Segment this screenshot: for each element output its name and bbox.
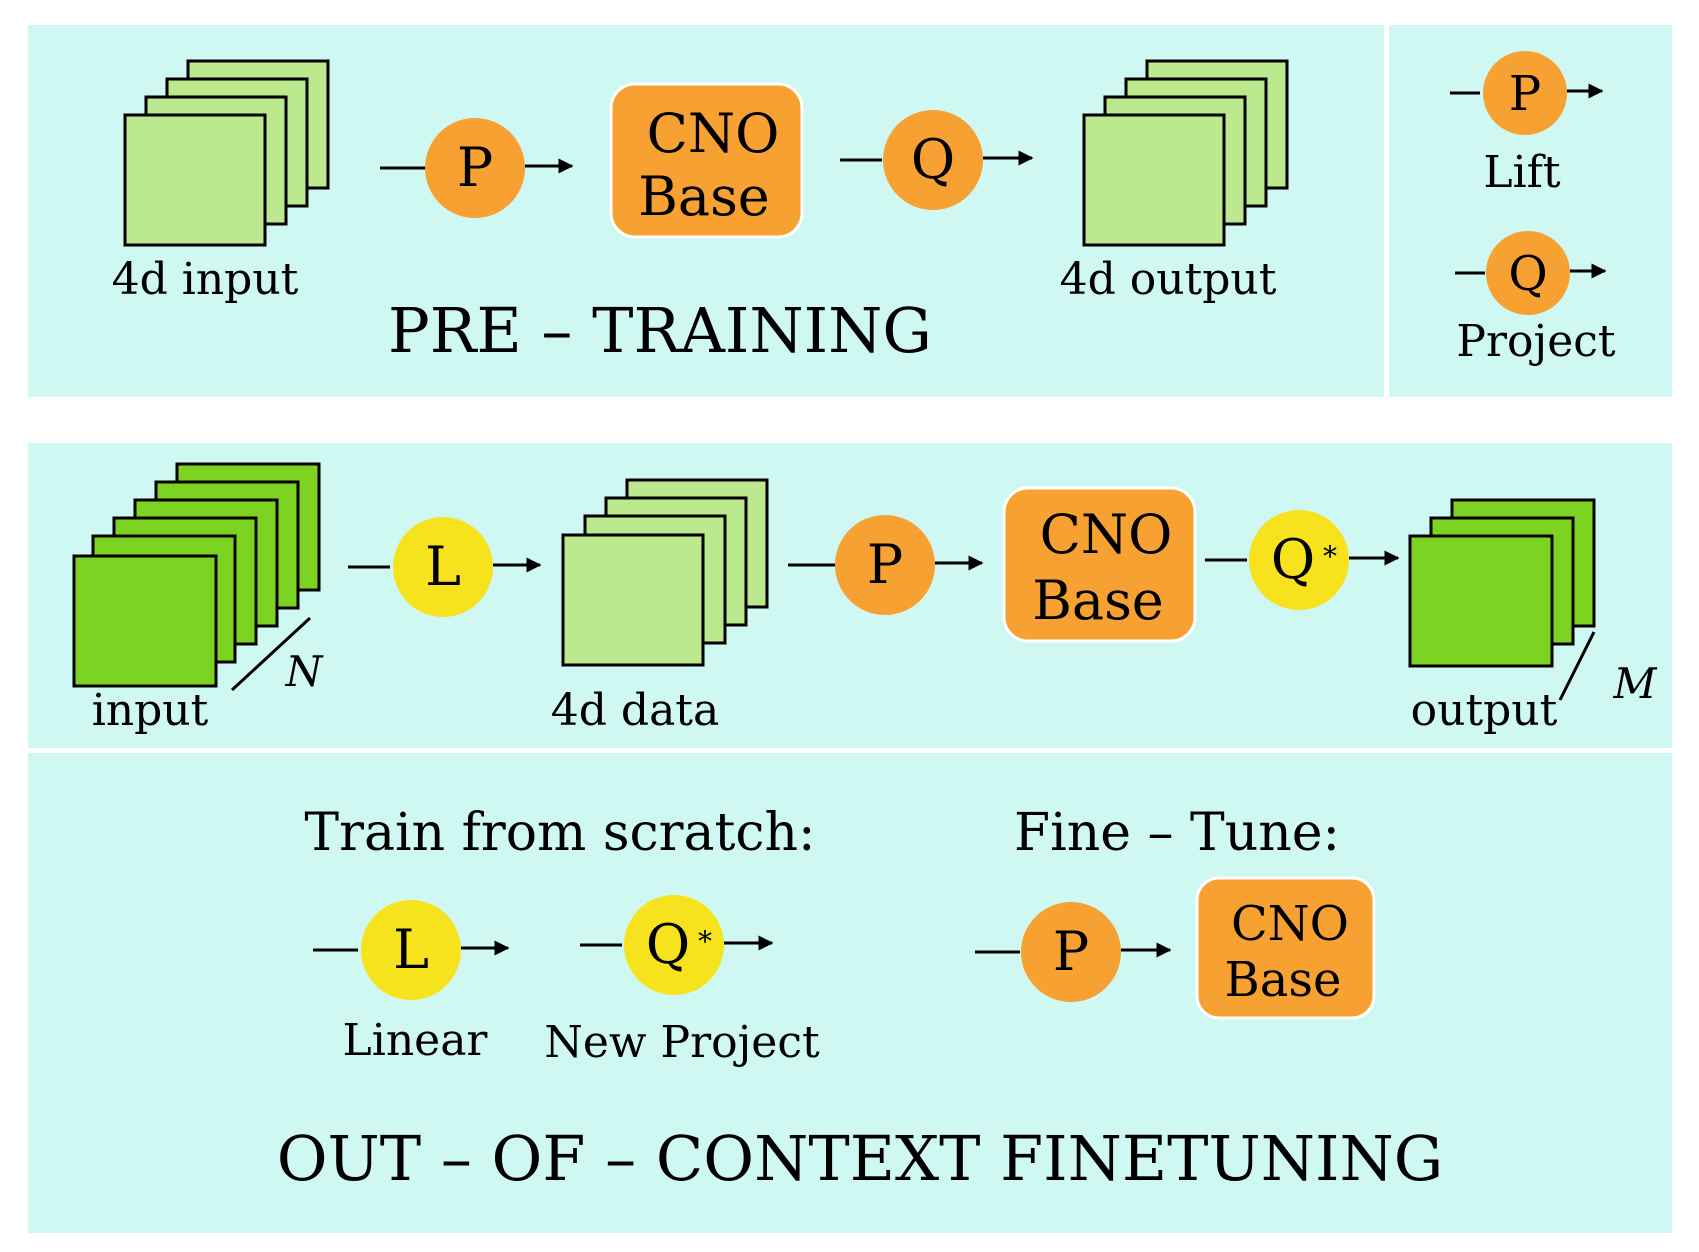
lift-node xyxy=(425,118,525,218)
legend-lift-glyph: P xyxy=(1509,66,1541,122)
cno-base-line2: Base xyxy=(638,165,770,228)
scratch-project-label: New Project xyxy=(544,1017,820,1068)
ft-input-stack xyxy=(72,462,321,688)
legend-lift: P Lift xyxy=(1450,51,1604,198)
scratch-new-project: Q * New Project xyxy=(544,895,820,1068)
fine-tune-cno-line2: Base xyxy=(1225,952,1342,1008)
fine-tune-cno-base-block xyxy=(1195,876,1376,1020)
ft-input-label: input xyxy=(92,685,209,736)
legend-project-label: Project xyxy=(1456,316,1615,367)
output-layer xyxy=(1082,113,1226,247)
output-count-slash xyxy=(1558,631,1596,701)
new-project-node xyxy=(1249,510,1349,610)
project-node xyxy=(1486,231,1570,315)
input-label: 4d input xyxy=(112,254,299,305)
scratch-project-glyph: Q xyxy=(646,913,690,976)
pretraining-panel: 4d input P CNO Base Q 4d output PRE – TR… xyxy=(28,25,1672,397)
legend-lift-label: Lift xyxy=(1483,147,1561,198)
ft-output-layer xyxy=(1408,534,1554,668)
data-label: 4d data xyxy=(551,685,719,736)
output-stack xyxy=(1082,59,1289,247)
ft-output-label: output xyxy=(1411,685,1558,736)
ft-output-stack xyxy=(1408,498,1596,668)
ft-lift-node xyxy=(835,515,935,615)
finetuning-title: OUT – OF – CONTEXT FINETUNING xyxy=(277,1122,1444,1195)
scratch-linear: L Linear xyxy=(313,900,510,1066)
ft-cno-base-block xyxy=(1002,486,1197,643)
fine-tune-lift-glyph: P xyxy=(1053,920,1089,983)
fine-tune-cno-line1: CNO xyxy=(1231,896,1349,952)
strategies-background xyxy=(28,753,1672,1233)
linear-glyph: L xyxy=(425,535,461,598)
train-from-scratch-heading: Train from scratch: xyxy=(304,803,815,863)
legend-project-glyph: Q xyxy=(1508,246,1547,302)
output-label: 4d output xyxy=(1060,254,1277,305)
lift-glyph: P xyxy=(457,136,493,199)
data-stack xyxy=(561,478,769,667)
fine-tune-flow: P CNO Base xyxy=(975,876,1376,1020)
ft-cno-base-line2: Base xyxy=(1032,569,1164,632)
scratch-linear-label: Linear xyxy=(343,1015,489,1066)
input-count-slash xyxy=(230,616,312,692)
project-glyph: Q xyxy=(911,128,955,191)
linear-node xyxy=(361,900,461,1000)
pretraining-title: PRE – TRAINING xyxy=(388,294,932,367)
input-stack xyxy=(123,59,330,247)
output-count: M xyxy=(1612,659,1657,708)
data-layer xyxy=(561,533,705,667)
ft-project-star: * xyxy=(1323,540,1337,573)
fine-tune-heading: Fine – Tune: xyxy=(1014,803,1340,863)
lift-node xyxy=(1483,51,1567,135)
cno-base-block xyxy=(609,82,804,239)
input-count: N xyxy=(285,647,324,696)
finetuning-panel: N input L 4d data P CNO Base Q * xyxy=(28,443,1672,1233)
ft-cno-base-line1: CNO xyxy=(1040,503,1173,566)
input-layer xyxy=(123,113,267,247)
scratch-project-star: * xyxy=(698,925,712,958)
legend-project: Q Project xyxy=(1455,231,1616,367)
project-node xyxy=(883,110,983,210)
new-project-node xyxy=(624,895,724,995)
ft-input-layer xyxy=(72,554,218,688)
cno-base-line1: CNO xyxy=(647,102,780,165)
linear-node xyxy=(393,517,493,617)
fine-tune-lift-node xyxy=(1021,902,1121,1002)
ft-lift-glyph: P xyxy=(867,533,903,596)
ft-project-glyph: Q xyxy=(1271,528,1315,591)
scratch-linear-glyph: L xyxy=(393,918,429,981)
